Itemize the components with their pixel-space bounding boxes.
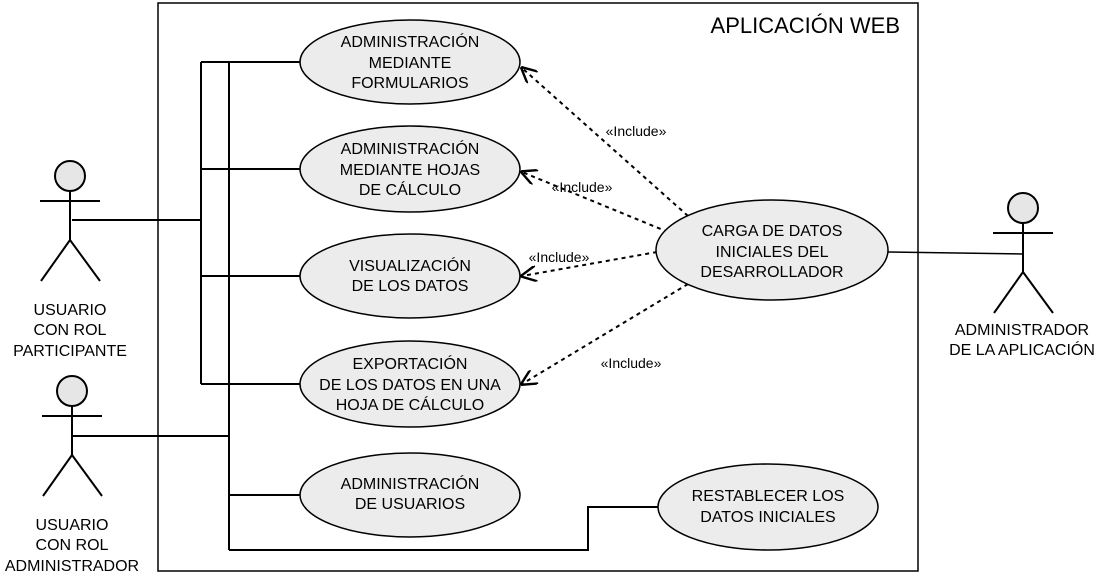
svg-text:DE LOS DATOS: DE LOS DATOS [352, 278, 469, 295]
include-label-sheets: «Include» [552, 179, 613, 195]
svg-text:DATOS INICIALES: DATOS INICIALES [700, 509, 835, 526]
actor-admin-user [42, 375, 103, 497]
svg-text:EXPORTACIÓN: EXPORTACIÓN [353, 354, 468, 373]
actor-participant [40, 160, 101, 282]
actor-app-admin-label-1: ADMINISTRADOR [955, 322, 1089, 339]
actor-app-admin [993, 192, 1054, 314]
svg-text:VISUALIZACIÓN: VISUALIZACIÓN [349, 256, 471, 275]
svg-text:INICIALES DEL: INICIALES DEL [716, 244, 829, 261]
svg-text:ADMINISTRACIÓN: ADMINISTRACIÓN [341, 139, 480, 158]
actor-head-icon [56, 375, 88, 407]
svg-text:DESARROLLADOR: DESARROLLADOR [700, 264, 843, 281]
actor-participant-label-2: CON ROL [34, 322, 107, 339]
svg-text:RESTABLECER LOS: RESTABLECER LOS [692, 488, 845, 505]
svg-text:CARGA DE DATOS: CARGA DE DATOS [702, 223, 843, 240]
actor-head-icon [54, 160, 86, 192]
use-case-users: ADMINISTRACIÓN DE USUARIOS [299, 452, 521, 538]
include-relations [522, 68, 689, 384]
left-associations [72, 61, 658, 551]
actor-admin-user-label-1: USUARIO [36, 517, 109, 534]
use-case-load: CARGA DE DATOS INICIALES DEL DESARROLLAD… [655, 199, 889, 301]
svg-text:MEDIANTE: MEDIANTE [369, 55, 452, 72]
use-case-reset: RESTABLECER LOS DATOS INICIALES [657, 463, 879, 551]
include-label-visual: «Include» [529, 249, 590, 265]
use-case-export: EXPORTACIÓN DE LOS DATOS EN UNA HOJA DE … [299, 340, 521, 428]
svg-text:DE CÁLCULO: DE CÁLCULO [359, 180, 461, 199]
actor-participant-label-3: PARTICIPANTE [13, 343, 127, 360]
use-case-forms: ADMINISTRACIÓN MEDIANTE FORMULARIOS [299, 19, 521, 105]
svg-text:DE LOS DATOS EN UNA: DE LOS DATOS EN UNA [319, 377, 501, 394]
svg-text:ADMINISTRACIÓN: ADMINISTRACIÓN [341, 474, 480, 493]
include-label-forms: «Include» [606, 123, 667, 139]
app-admin-association [887, 251, 1024, 255]
svg-text:FORMULARIOS: FORMULARIOS [351, 75, 468, 92]
system-title: APLICACIÓN WEB [711, 13, 900, 38]
actor-admin-user-label-2: CON ROL [36, 537, 109, 554]
use-case-visual: VISUALIZACIÓN DE LOS DATOS [299, 233, 521, 319]
include-label-export: «Include» [601, 355, 662, 371]
actor-admin-user-label-3: ADMINISTRADOR [5, 558, 139, 575]
system-boundary [157, 2, 919, 572]
svg-text:MEDIANTE HOJAS: MEDIANTE HOJAS [340, 162, 480, 179]
svg-text:ADMINISTRACIÓN: ADMINISTRACIÓN [341, 32, 480, 51]
actor-head-icon [1007, 192, 1039, 224]
svg-text:HOJA DE CÁLCULO: HOJA DE CÁLCULO [336, 395, 484, 414]
svg-text:DE USUARIOS: DE USUARIOS [355, 496, 465, 513]
actor-participant-label-1: USUARIO [34, 302, 107, 319]
actor-app-admin-label-2: DE LA APLICACIÓN [949, 340, 1095, 359]
use-case-sheets: ADMINISTRACIÓN MEDIANTE HOJAS DE CÁLCULO [299, 125, 521, 213]
